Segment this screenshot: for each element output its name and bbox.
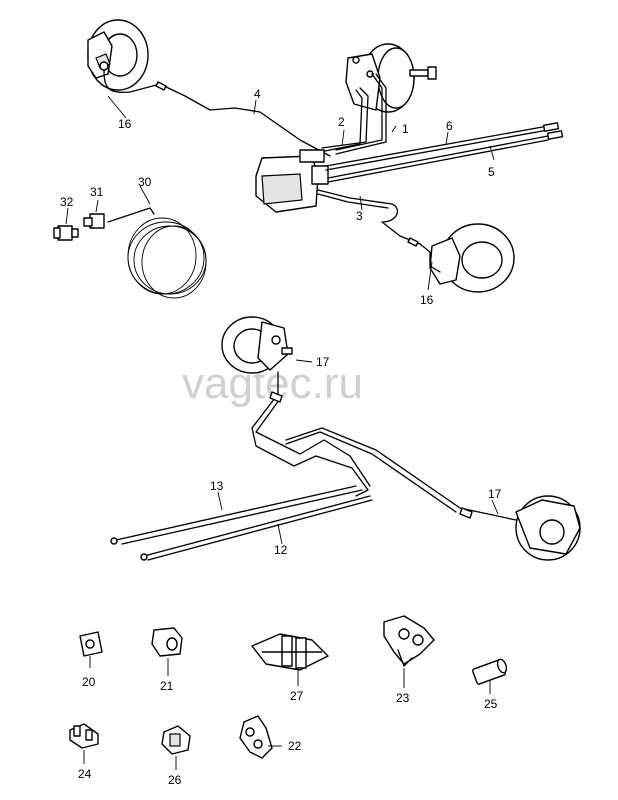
- brake-line-2: [321, 87, 369, 149]
- callout-17b: 17: [488, 487, 502, 501]
- clip-20: [79, 631, 103, 657]
- brake-line-4: [103, 69, 331, 157]
- brake-caliper-front-left: [87, 19, 149, 91]
- brake-line-6: [325, 125, 549, 167]
- callout-31: 31: [90, 185, 104, 199]
- callout-26: 26: [168, 773, 182, 787]
- callout-5: 5: [488, 165, 495, 179]
- brake-caliper-rear-left: [221, 316, 293, 374]
- clip-24: [69, 723, 99, 749]
- callout-21: 21: [160, 679, 174, 693]
- clip-21: [151, 627, 183, 657]
- clip-26: [161, 725, 191, 755]
- clip-27: [251, 633, 329, 671]
- callouts: 1 2 3 4 5 6 16 16 30 31 32 17 17 13 12 2…: [60, 87, 502, 787]
- callout-22: 22: [288, 739, 302, 753]
- brake-master-cylinder: [345, 43, 437, 113]
- clip-22: [239, 715, 273, 759]
- brake-line-17a: [251, 371, 369, 497]
- brake-line-5: [327, 135, 549, 179]
- nut-25: [472, 658, 508, 685]
- callout-25: 25: [484, 697, 498, 711]
- callout-13: 13: [210, 479, 224, 493]
- callout-23: 23: [396, 691, 410, 705]
- fitting-31: [83, 213, 105, 229]
- callout-32: 32: [60, 195, 74, 209]
- brake-line-12: [143, 495, 371, 557]
- brake-line-3: [317, 189, 421, 245]
- brake-line-13: [115, 485, 357, 541]
- callout-12: 12: [274, 543, 288, 557]
- callout-6: 6: [446, 119, 453, 133]
- callout-27: 27: [290, 689, 304, 703]
- callout-30: 30: [138, 175, 152, 189]
- callout-3: 3: [356, 209, 363, 223]
- callout-4: 4: [254, 87, 261, 101]
- valve-block: [255, 149, 329, 213]
- callout-24: 24: [78, 767, 92, 781]
- callout-16b: 16: [420, 293, 434, 307]
- brake-pipe-coil: [107, 207, 207, 299]
- fitting-32: [53, 225, 79, 241]
- brake-line-17b: [285, 427, 517, 521]
- clip-23: [383, 615, 435, 667]
- callout-1: 1: [402, 122, 409, 136]
- callout-2: 2: [338, 115, 345, 129]
- brake-caliper-rear-right: [515, 495, 581, 561]
- brake-line-1: [335, 73, 383, 151]
- brake-caliper-front-right: [419, 223, 515, 293]
- callout-16a: 16: [118, 117, 132, 131]
- callout-17a: 17: [316, 355, 330, 369]
- callout-20: 20: [82, 675, 96, 689]
- leader-lines: [65, 95, 499, 770]
